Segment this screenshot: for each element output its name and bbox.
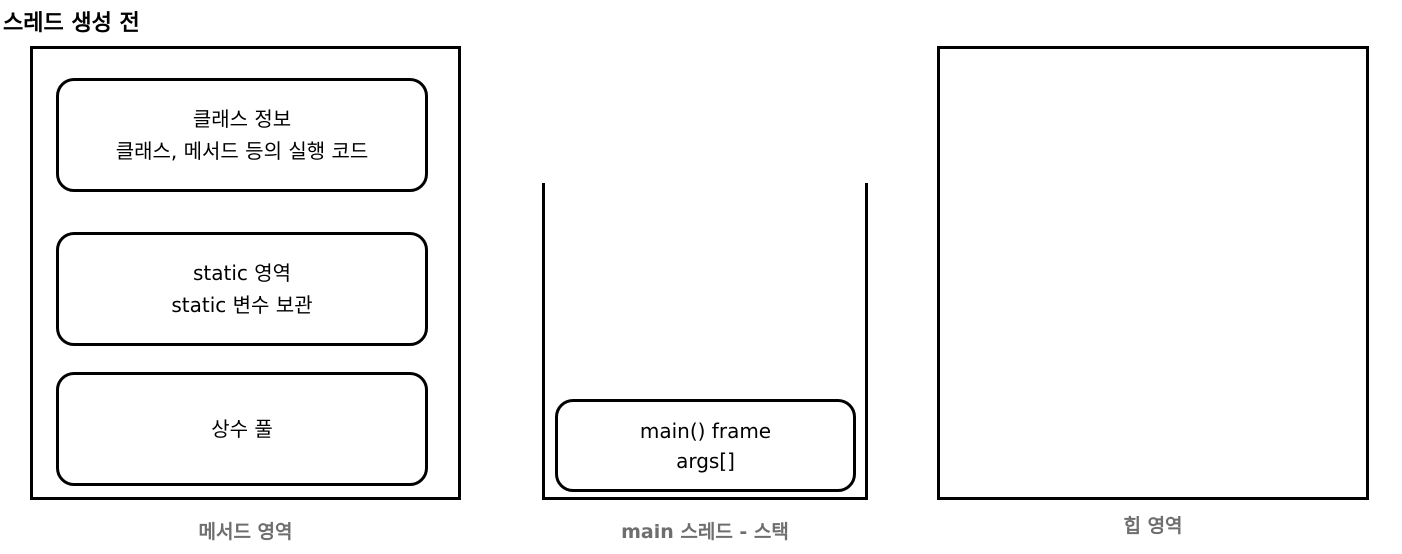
- stack-right-wall: [865, 183, 868, 500]
- main-frame-box: main() frame args[]: [555, 399, 856, 492]
- heap-caption: 힙 영역: [1123, 515, 1183, 537]
- static-area-box: static 영역 static 변수 보관: [56, 232, 428, 346]
- stack-left-wall: [542, 183, 545, 500]
- constant-pool-title: 상수 풀: [211, 417, 273, 441]
- static-area-title: static 영역: [192, 261, 292, 285]
- heap-area: [937, 46, 1369, 500]
- stack-bottom-wall: [542, 497, 868, 500]
- class-info-box: 클래스 정보 클래스, 메서드 등의 실행 코드: [56, 78, 428, 192]
- static-area-desc: static 변수 보관: [171, 293, 313, 317]
- page-title: 스레드 생성 전: [3, 11, 140, 36]
- method-area: [30, 46, 461, 500]
- method-area-caption: 메서드 영역: [198, 521, 293, 543]
- main-frame-label: main() frame: [639, 418, 772, 443]
- constant-pool-box: 상수 풀: [56, 372, 428, 486]
- args-label: args[]: [676, 448, 735, 473]
- class-info-desc: 클래스, 메서드 등의 실행 코드: [115, 139, 369, 163]
- class-info-title: 클래스 정보: [192, 107, 292, 131]
- stack-caption: main 스레드 - 스택: [621, 521, 789, 543]
